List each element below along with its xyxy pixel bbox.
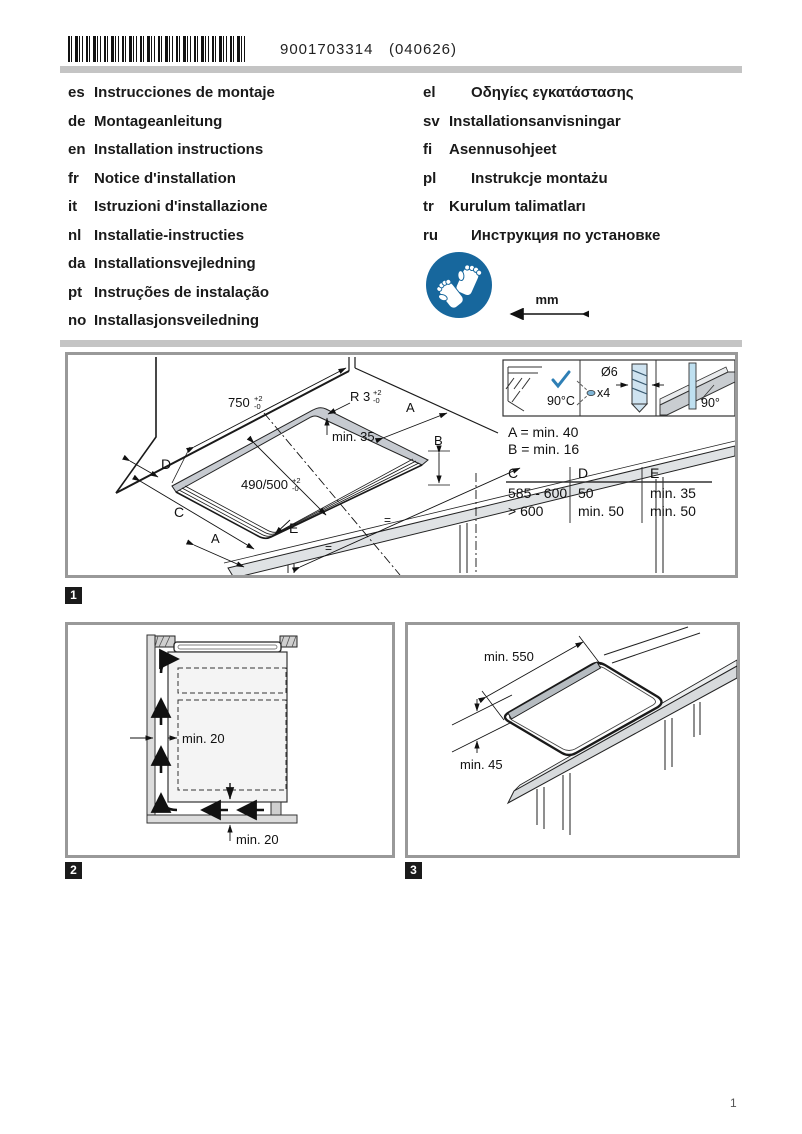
barcode-number: 9001703314 (040626) — [280, 41, 457, 58]
dim-a: A — [406, 400, 415, 415]
svg-text:-0: -0 — [292, 484, 299, 493]
dim-depth: 490/500 — [241, 477, 288, 492]
dim-side-gap: min. 20 — [182, 731, 225, 746]
saw-angle-icon — [659, 362, 736, 416]
dim-front-depth-lines — [451, 694, 513, 753]
clearance-a: A = min. 40 — [508, 424, 579, 440]
drill-bit-icon — [630, 363, 649, 413]
cabinet-leg — [270, 801, 282, 816]
clearance-b: B = min. 16 — [508, 441, 579, 457]
drill-hole-icon — [586, 390, 596, 397]
dim-d: D — [161, 456, 171, 472]
cell: 585 - 600 — [508, 485, 567, 501]
cell: min. 50 — [578, 503, 624, 519]
floor — [146, 814, 298, 824]
temp-rating-label: 90°C — [547, 394, 575, 408]
dim-top-width: min. 550 — [484, 649, 534, 664]
dim-bottom-gap: min. 20 — [236, 832, 279, 847]
checkmark-icon — [551, 370, 571, 389]
worktop-edge-icon — [505, 366, 542, 412]
figure-3-marker: 3 — [405, 862, 422, 879]
cabinet — [167, 651, 288, 803]
cabinet-panels — [287, 477, 664, 573]
unit-note: mm — [505, 292, 596, 325]
unit-label: mm — [535, 292, 559, 307]
svg-text:+2: +2 — [373, 388, 382, 397]
dim-e: E — [289, 520, 298, 536]
cell: min. 35 — [650, 485, 696, 501]
divider-top — [60, 66, 742, 73]
wall-corner — [115, 357, 499, 494]
figure-3-front-clearance: min. 550 min. 45 — [405, 622, 740, 858]
barcode-number-text: 9001703314 — [280, 41, 374, 58]
wear-gloves-icon — [425, 251, 493, 324]
installation-icons-panel: 90°C Ø6 x4 90° — [502, 359, 736, 417]
figure-2-ventilation: min. 20 min. 20 — [65, 622, 395, 858]
cell: > 600 — [508, 503, 544, 519]
drill-diameter-label: Ø6 — [601, 365, 618, 379]
appliance-zone-upper — [177, 667, 287, 694]
barcode — [68, 36, 248, 62]
cell: min. 50 — [650, 503, 696, 519]
figure-2-marker: 2 — [65, 862, 82, 879]
col-e: E — [650, 465, 659, 481]
worktop-section — [154, 635, 298, 648]
cabinet-panels — [536, 702, 701, 835]
dim-radius: R 3 — [350, 389, 370, 404]
barcode-code-text: (040626) — [388, 41, 457, 58]
equal-mark: = — [384, 513, 391, 527]
divider-mid — [60, 340, 742, 347]
col-c: C — [508, 465, 518, 481]
cutout-table: C D E 585 - 600 50 min. 35 > 600 min. 50… — [506, 465, 712, 523]
figure-1-marker: 1 — [65, 587, 82, 604]
dim-c: C — [174, 504, 184, 520]
hob — [503, 661, 663, 757]
svg-text:-0: -0 — [373, 396, 380, 405]
page-number: 1 — [730, 1096, 737, 1110]
svg-text:-0: -0 — [254, 402, 261, 411]
dim-rear-clearance: min. 35 — [332, 429, 375, 444]
dim-front-depth: min. 45 — [460, 757, 503, 772]
dim-width: 750 — [228, 395, 250, 410]
svg-text:+2: +2 — [292, 476, 301, 485]
saw-angle-label: 90° — [701, 396, 720, 410]
airflow-arrows — [150, 648, 264, 821]
dim-b: B — [434, 433, 443, 448]
drill-count-label: x4 — [597, 386, 610, 400]
wall — [146, 634, 156, 817]
figure-1-cutout-dimensions: = = 750 +2 -0 R 3 +2 -0 min. 35 490/500 … — [65, 352, 738, 579]
cell: 50 — [578, 485, 594, 501]
svg-text:+2: +2 — [254, 394, 263, 403]
double-arrow-icon — [509, 307, 596, 321]
equal-mark: = — [325, 541, 332, 555]
col-d: D — [578, 465, 588, 481]
dim-a2: A — [211, 531, 220, 546]
